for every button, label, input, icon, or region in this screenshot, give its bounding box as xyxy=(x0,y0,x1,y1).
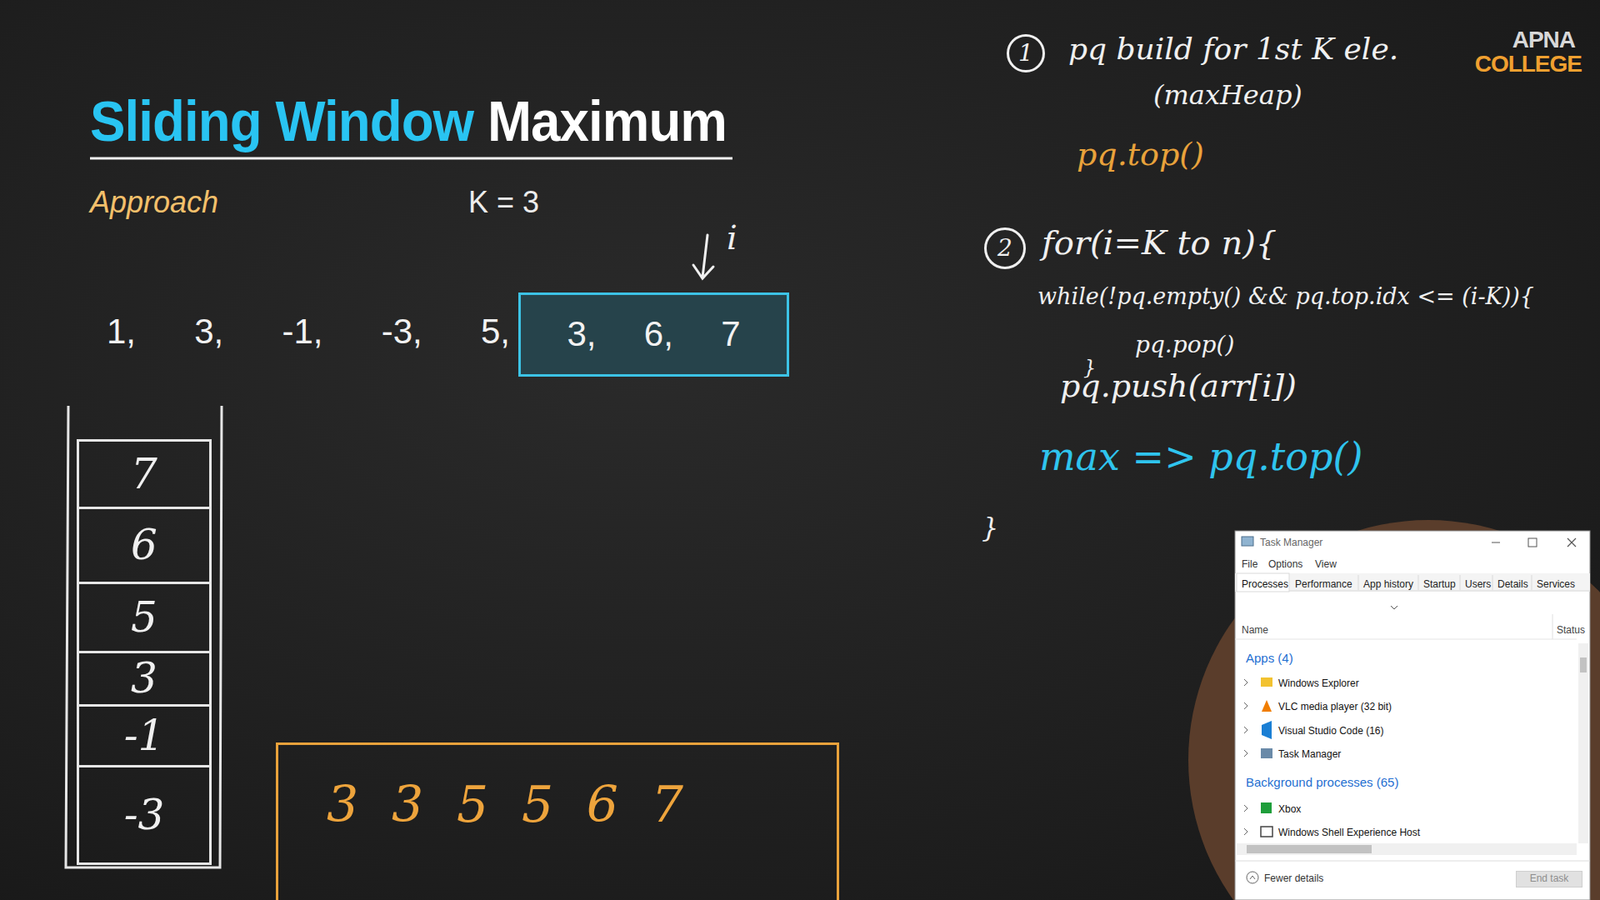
brace: } xyxy=(981,512,999,544)
note-code: max => pq.top() xyxy=(1039,435,1363,480)
window-values: 3, 6, 7 xyxy=(567,315,741,354)
slide-title: Sliding Window Maximum xyxy=(90,90,727,153)
index-arrow xyxy=(693,235,714,279)
note-code: pq.top() xyxy=(1076,136,1205,174)
step-circle: 2 xyxy=(984,227,1026,270)
array-values: 1, 3, -1, -3, 5, xyxy=(106,311,510,352)
window-text: App history xyxy=(1363,577,1414,591)
task-manager-window: Task ManagerFileOptionsViewProcessesPerf… xyxy=(1235,530,1590,900)
step-number: 1 xyxy=(1018,40,1034,67)
output-box: 3 3 5 5 6 7 xyxy=(275,742,840,900)
stack-cell: -1 xyxy=(76,704,212,768)
note-code: for(i=K to n){ xyxy=(1041,223,1277,262)
window-text: Background processes (65) xyxy=(1245,775,1399,790)
note-code: pq.push(arr[i]) xyxy=(1060,368,1297,405)
window-text: Options xyxy=(1268,557,1303,571)
window-text: View xyxy=(1315,557,1337,571)
stack-cell: 6 xyxy=(76,506,212,585)
stack-value: -1 xyxy=(124,713,165,760)
window-text: Name xyxy=(1241,623,1269,637)
note-code: pq.pop() xyxy=(1135,331,1235,359)
note-code: while(!pq.empty() && pq.top.idx <= (i-K)… xyxy=(1037,283,1535,310)
window-text: VLC media player (32 bit) xyxy=(1278,700,1392,714)
title-underline xyxy=(90,157,733,160)
window-text: Startup xyxy=(1423,577,1456,591)
end-task-button: End task xyxy=(1515,870,1583,888)
parameter-label: K = 3 xyxy=(468,185,540,220)
step-circle: 1 xyxy=(1006,34,1045,73)
presenter-circle xyxy=(1188,520,1600,900)
window-text: Details xyxy=(1497,577,1529,591)
note-text: pq build for 1st K ele. xyxy=(1068,31,1399,66)
stack-cell: 7 xyxy=(76,439,212,510)
window-text: Task Manager xyxy=(1278,747,1341,761)
window-text: Services xyxy=(1536,577,1575,591)
stack-outline xyxy=(65,405,222,868)
stack-value: 7 xyxy=(130,451,158,498)
section-heading: Approach xyxy=(90,185,219,220)
window-text: Users xyxy=(1465,577,1491,591)
note-text: (maxHeap) xyxy=(1153,80,1303,111)
stack-value: 6 xyxy=(130,522,158,569)
window-text: Fewer details xyxy=(1264,871,1324,885)
stack-cell: 5 xyxy=(76,581,212,654)
window-text: Processes xyxy=(1241,577,1289,591)
logo-text: APNA xyxy=(1512,26,1575,54)
task-manager-chrome xyxy=(1235,530,1590,900)
window-text: Task Manager xyxy=(1260,535,1323,550)
stack-value: 3 xyxy=(130,655,158,702)
logo-text: COLLEGE xyxy=(1475,50,1582,78)
button-text: End task xyxy=(1530,873,1570,885)
output-values: 3 3 5 5 6 7 xyxy=(326,776,684,832)
step-number: 2 xyxy=(997,235,1013,262)
stack-cell: -3 xyxy=(76,765,212,865)
window-text: Windows Shell Experience Host xyxy=(1278,825,1420,840)
window-text: Visual Studio Code (16) xyxy=(1278,724,1385,738)
window-text: File xyxy=(1241,557,1258,571)
window-text: Status xyxy=(1556,623,1585,637)
index-label: i xyxy=(726,218,738,257)
window-text: Xbox xyxy=(1278,802,1301,816)
window-text: Windows Explorer xyxy=(1278,676,1360,690)
window-text: Apps (4) xyxy=(1245,651,1294,665)
stack-value: -3 xyxy=(124,792,165,839)
window-text: Performance xyxy=(1295,577,1353,591)
window-box: 3, 6, 7 xyxy=(518,292,790,377)
stack-cell: 3 xyxy=(76,650,212,707)
stack-value: 5 xyxy=(130,595,158,641)
